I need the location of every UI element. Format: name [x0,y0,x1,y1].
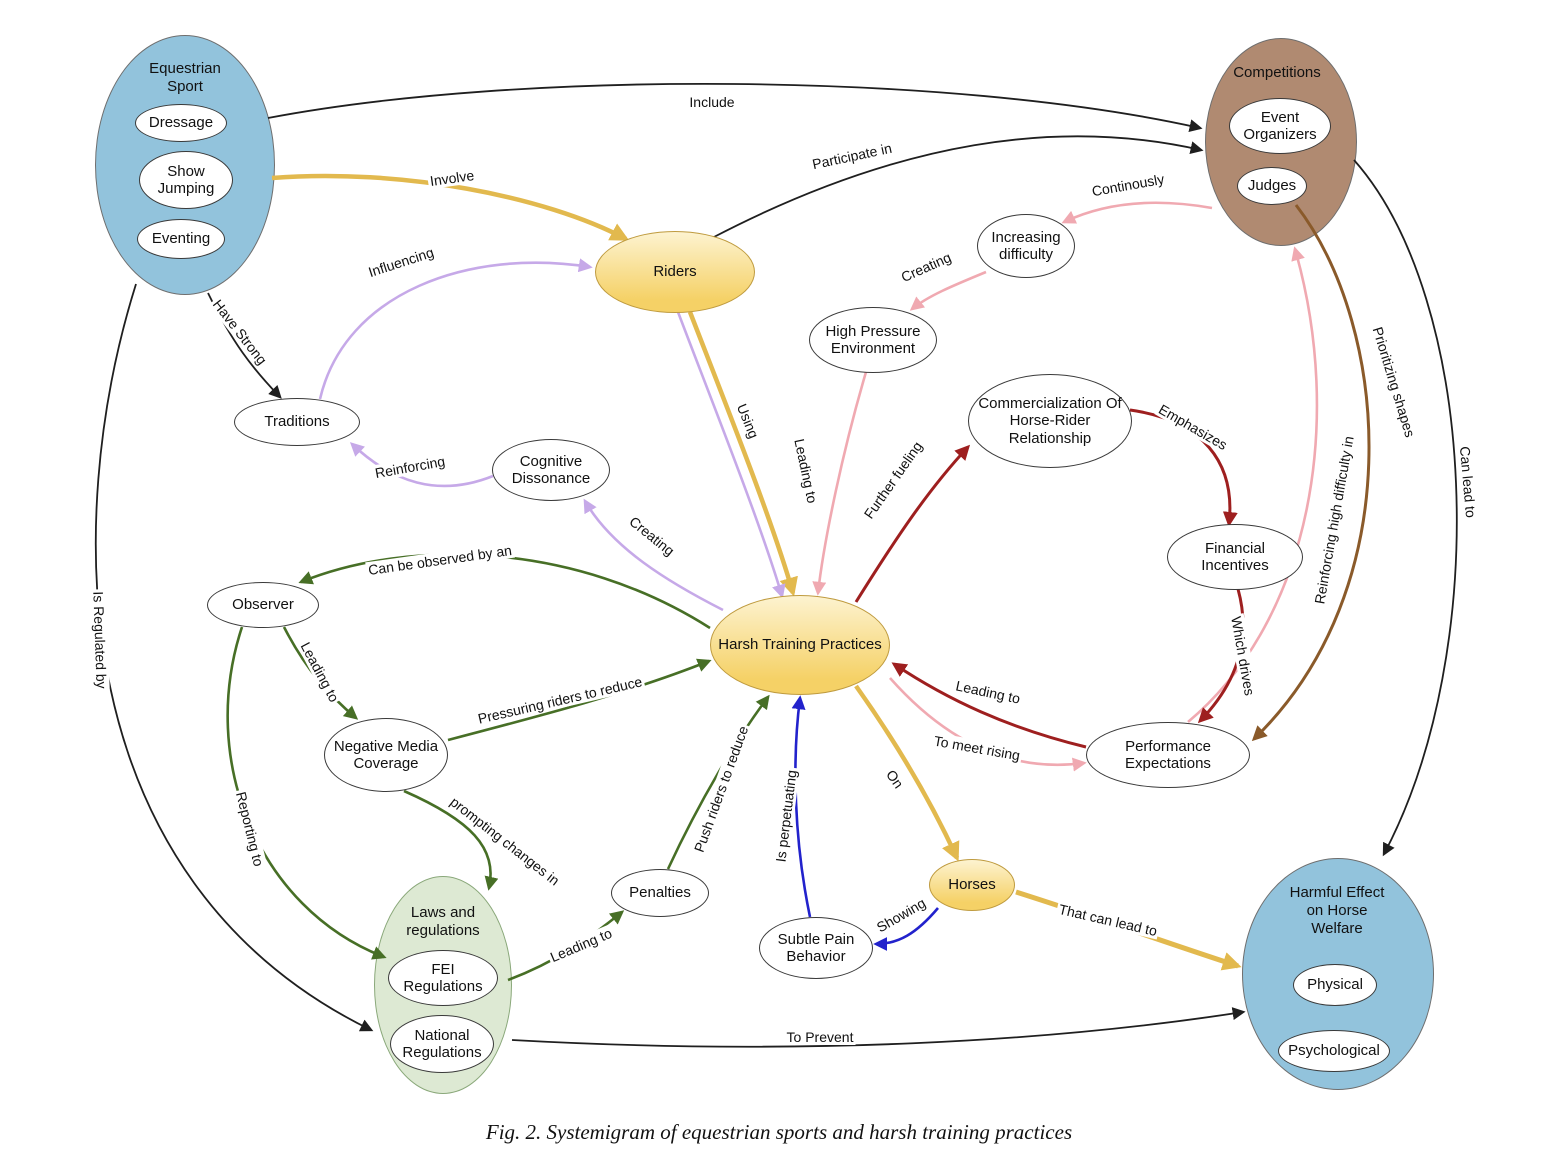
node-harsh-training-practices: Harsh Training Practices [710,595,890,695]
edge-label-leading-to-green2: Leading to [545,924,617,966]
edge-label-involve: Involve [426,166,478,190]
edge-label-creating-pink: Creating [896,248,956,286]
node-psychological: Psychological [1278,1030,1390,1072]
edge-label-creating-purple: Creating [624,511,680,561]
node-riders: Riders [595,231,755,313]
group-title-equestrian-sport: Equestrian Sport [149,60,221,95]
node-dressage: Dressage [135,104,227,142]
group-title-laws: Laws and regulations [406,904,480,939]
node-fei-regulations: FEI Regulations [388,950,498,1006]
node-show-jumping: Show Jumping [139,151,233,209]
edge-label-influencing: Influencing [364,243,438,281]
node-national-regulations: National Regulations [390,1015,494,1073]
edge-label-participate-in: Participate in [808,139,896,173]
edge-label-pressuring: Pressuring riders to reduce [474,672,646,728]
node-traditions: Traditions [234,398,360,446]
edge-label-reinforcing: Reinforcing [371,452,449,482]
edge-label-using: Using [733,399,763,443]
node-increasing-difficulty: Increasing difficulty [977,214,1075,278]
edge-label-observed-by: Can be observed by an [365,541,515,579]
node-high-pressure-environment: High Pressure Environment [809,307,937,373]
edge-label-that-can-lead-to: That can lead to [1055,900,1161,940]
edge-label-to-meet-rising: To meet rising [930,732,1024,764]
edge-label-reporting-to: Reporting to [232,788,268,870]
node-horses: Horses [929,859,1015,911]
edge-label-to-prevent: To Prevent [784,1029,856,1045]
edge-label-is-perpetuating: Is perpetuating [772,767,800,865]
node-commercialization: Commercialization Of Horse-Rider Relatio… [968,374,1132,468]
node-negative-media-coverage: Negative Media Coverage [324,718,448,792]
edge-label-prompting: prompting changes in [445,792,565,890]
node-event-organizers: Event Organizers [1229,98,1331,154]
group-title-harmful-effect: Harmful Effect on Horse Welfare [1289,884,1385,937]
edge-label-have-strong: Have Strong [208,294,272,370]
edge-label-prioritizing-shapes: Prioritizing shapes [1369,323,1419,441]
group-title-competitions: Competitions [1233,64,1321,81]
edge-label-emphasizes: Emphasizes [1154,400,1232,454]
node-financial-incentives: Financial Incentives [1167,524,1303,590]
edge-label-can-lead-to: Can lead to [1456,443,1480,521]
node-observer: Observer [207,582,319,628]
edge-label-further-fueling: Further fueling [859,436,927,524]
edge-label-push-riders: Push riders to reduce [690,721,752,857]
figure-caption: Fig. 2. Systemigram of equestrian sports… [485,1120,1073,1144]
edge-label-is-regulated-by: Is Regulated by [90,589,110,691]
edge-label-reinforcing-high: Reinforcing high difficulty in [1310,432,1358,608]
node-performance-expectations: Performance Expectations [1086,722,1250,788]
edge-label-leading-to-pink: Leading to [790,435,822,507]
edge-label-on: On [881,765,909,793]
node-cognitive-dissonance: Cognitive Dissonance [492,439,610,501]
edge-label-which-drives: Which drives [1227,613,1259,699]
edge-label-include: Include [687,94,737,110]
edge-label-continously: Continously [1088,170,1168,200]
node-eventing: Eventing [137,219,225,259]
edge-label-leading-to-green1: Leading to [296,637,344,707]
edge-label-showing: Showing [872,893,930,937]
node-penalties: Penalties [611,869,709,917]
edge-label-leading-to-red: Leading to [952,676,1024,708]
node-subtle-pain-behavior: Subtle Pain Behavior [759,917,873,979]
node-judges: Judges [1237,167,1307,205]
node-physical: Physical [1293,964,1377,1006]
